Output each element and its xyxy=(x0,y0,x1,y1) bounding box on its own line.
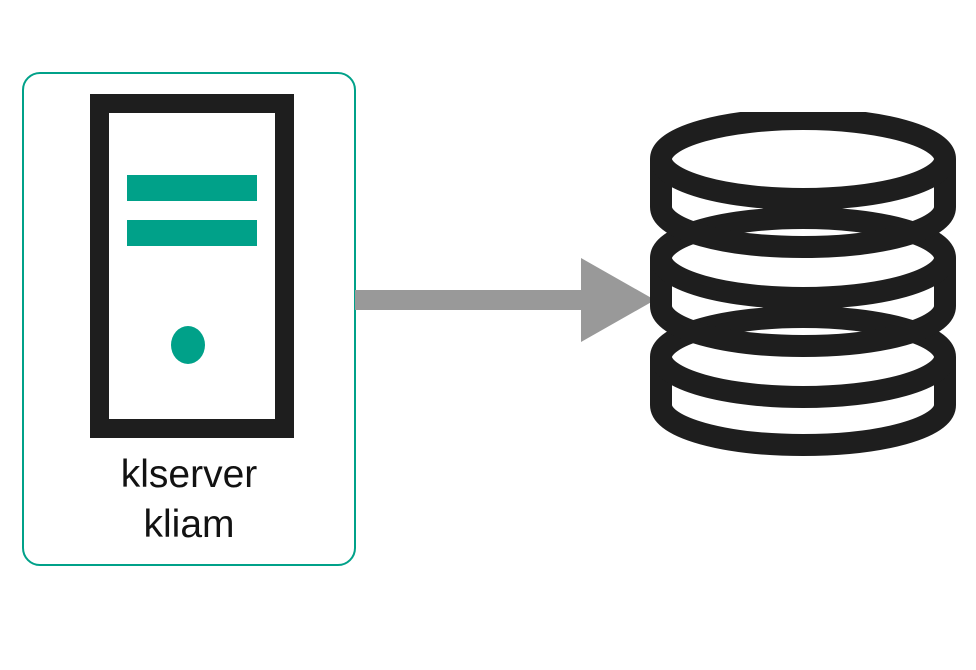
node-server-labels: klserver kliam xyxy=(24,450,354,550)
database-segment-middle-top xyxy=(650,207,956,309)
node-server-label-line-2: kliam xyxy=(143,503,235,546)
database-segment-middle-body xyxy=(650,258,956,357)
node-server-label-line-1: klserver xyxy=(120,453,258,496)
server-drive-bay-bar-2 xyxy=(127,220,257,246)
server-drive-bay-bar-1 xyxy=(127,175,257,201)
connector-arrow-server-to-database xyxy=(355,258,655,342)
node-server-card[interactable]: klserver kliam xyxy=(22,72,356,566)
arrow-right-icon xyxy=(355,258,655,342)
database-segment-bottom-body xyxy=(650,357,956,456)
database-segment-top-top xyxy=(650,112,956,210)
server-power-led-icon xyxy=(171,326,205,364)
server-tower-icon xyxy=(90,94,294,438)
database-segment-top-body xyxy=(650,159,956,258)
database-cylinder-icon xyxy=(650,112,956,456)
server-chassis-frame xyxy=(90,94,294,438)
database-segment-bottom-top xyxy=(650,306,956,408)
